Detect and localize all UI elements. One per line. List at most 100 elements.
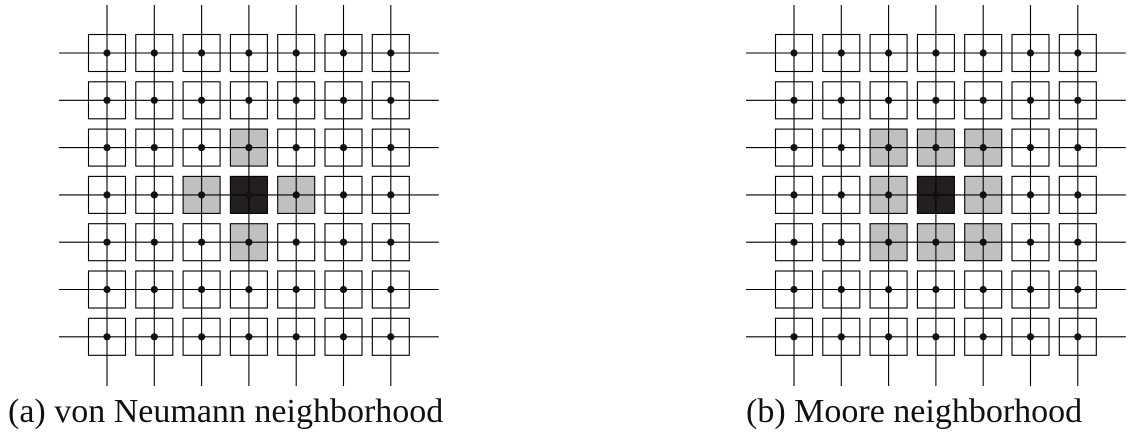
node-dot <box>198 191 206 199</box>
node-dot <box>245 144 253 152</box>
node-dot <box>1026 49 1035 57</box>
node-dot <box>150 96 158 104</box>
node-dot <box>339 96 348 104</box>
node-dot <box>1074 285 1082 294</box>
node-dot <box>339 191 348 199</box>
node-dot <box>292 96 300 104</box>
node-dot <box>979 238 987 246</box>
node-dot <box>790 191 798 199</box>
node-dot <box>387 285 395 294</box>
node-dot <box>885 144 893 152</box>
von-neumann-grid <box>59 5 439 386</box>
node-dot <box>339 333 348 341</box>
node-dot <box>150 49 158 57</box>
node-dot <box>150 285 158 294</box>
node-dot <box>1026 96 1035 104</box>
node-dot <box>198 238 206 246</box>
node-dot <box>932 333 940 341</box>
node-dot <box>790 285 798 294</box>
node-dot <box>292 144 300 152</box>
node-dot <box>1026 238 1035 246</box>
node-dot <box>1026 333 1035 341</box>
node-dot <box>979 144 987 152</box>
node-dot <box>979 285 987 294</box>
node-dot <box>932 96 940 104</box>
node-dot <box>150 238 158 246</box>
node-dot <box>387 191 395 199</box>
node-dot <box>837 191 845 199</box>
node-dot <box>245 49 253 57</box>
node-dot <box>245 285 253 294</box>
node-dot <box>932 144 940 152</box>
node-dot <box>245 191 253 199</box>
node-dot <box>339 144 348 152</box>
node-dot <box>245 238 253 246</box>
node-dot <box>790 96 798 104</box>
node-dot <box>885 191 893 199</box>
node-dot <box>387 96 395 104</box>
node-dot <box>292 191 300 199</box>
node-dot <box>103 96 111 104</box>
node-dot <box>979 333 987 341</box>
node-dot <box>198 49 206 57</box>
node-dot <box>837 96 845 104</box>
node-dot <box>932 191 940 199</box>
node-dot <box>387 49 395 57</box>
node-dot <box>1074 96 1082 104</box>
node-dot <box>103 49 111 57</box>
node-dot <box>885 238 893 246</box>
node-dot <box>837 333 845 341</box>
node-dot <box>198 333 206 341</box>
node-dot <box>1074 144 1082 152</box>
node-dot <box>932 49 940 57</box>
node-dot <box>837 144 845 152</box>
node-dot <box>339 285 348 294</box>
node-dot <box>885 49 893 57</box>
caption-von-neumann: (a) von Neumann neighborhood <box>8 393 444 430</box>
node-dot <box>885 285 893 294</box>
node-dot <box>339 49 348 57</box>
node-dot <box>790 144 798 152</box>
node-dot <box>198 285 206 294</box>
node-dot <box>387 238 395 246</box>
moore-grid <box>746 5 1126 386</box>
node-dot <box>245 96 253 104</box>
node-dot <box>387 144 395 152</box>
node-dot <box>1074 191 1082 199</box>
caption-moore: (b) Moore neighborhood <box>746 393 1083 430</box>
node-dot <box>837 49 845 57</box>
node-dot <box>932 238 940 246</box>
node-dot <box>1026 285 1035 294</box>
node-dot <box>103 285 111 294</box>
node-dot <box>979 96 987 104</box>
node-dot <box>1026 144 1035 152</box>
node-dot <box>150 191 158 199</box>
node-dot <box>837 285 845 294</box>
node-dot <box>198 96 206 104</box>
node-dot <box>932 285 940 294</box>
node-dot <box>150 144 158 152</box>
node-dot <box>979 49 987 57</box>
node-dot <box>790 238 798 246</box>
node-dot <box>198 144 206 152</box>
node-dot <box>103 333 111 341</box>
node-dot <box>1074 49 1082 57</box>
node-dot <box>339 238 348 246</box>
node-dot <box>103 238 111 246</box>
node-dot <box>790 49 798 57</box>
node-dot <box>103 191 111 199</box>
node-dot <box>1074 333 1082 341</box>
node-dot <box>837 238 845 246</box>
node-dot <box>150 333 158 341</box>
node-dot <box>1026 191 1035 199</box>
node-dot <box>885 333 893 341</box>
node-dot <box>979 191 987 199</box>
node-dot <box>1074 238 1082 246</box>
node-dot <box>885 96 893 104</box>
node-dot <box>292 333 300 341</box>
node-dot <box>245 333 253 341</box>
node-dot <box>387 333 395 341</box>
node-dot <box>103 144 111 152</box>
node-dot <box>790 333 798 341</box>
